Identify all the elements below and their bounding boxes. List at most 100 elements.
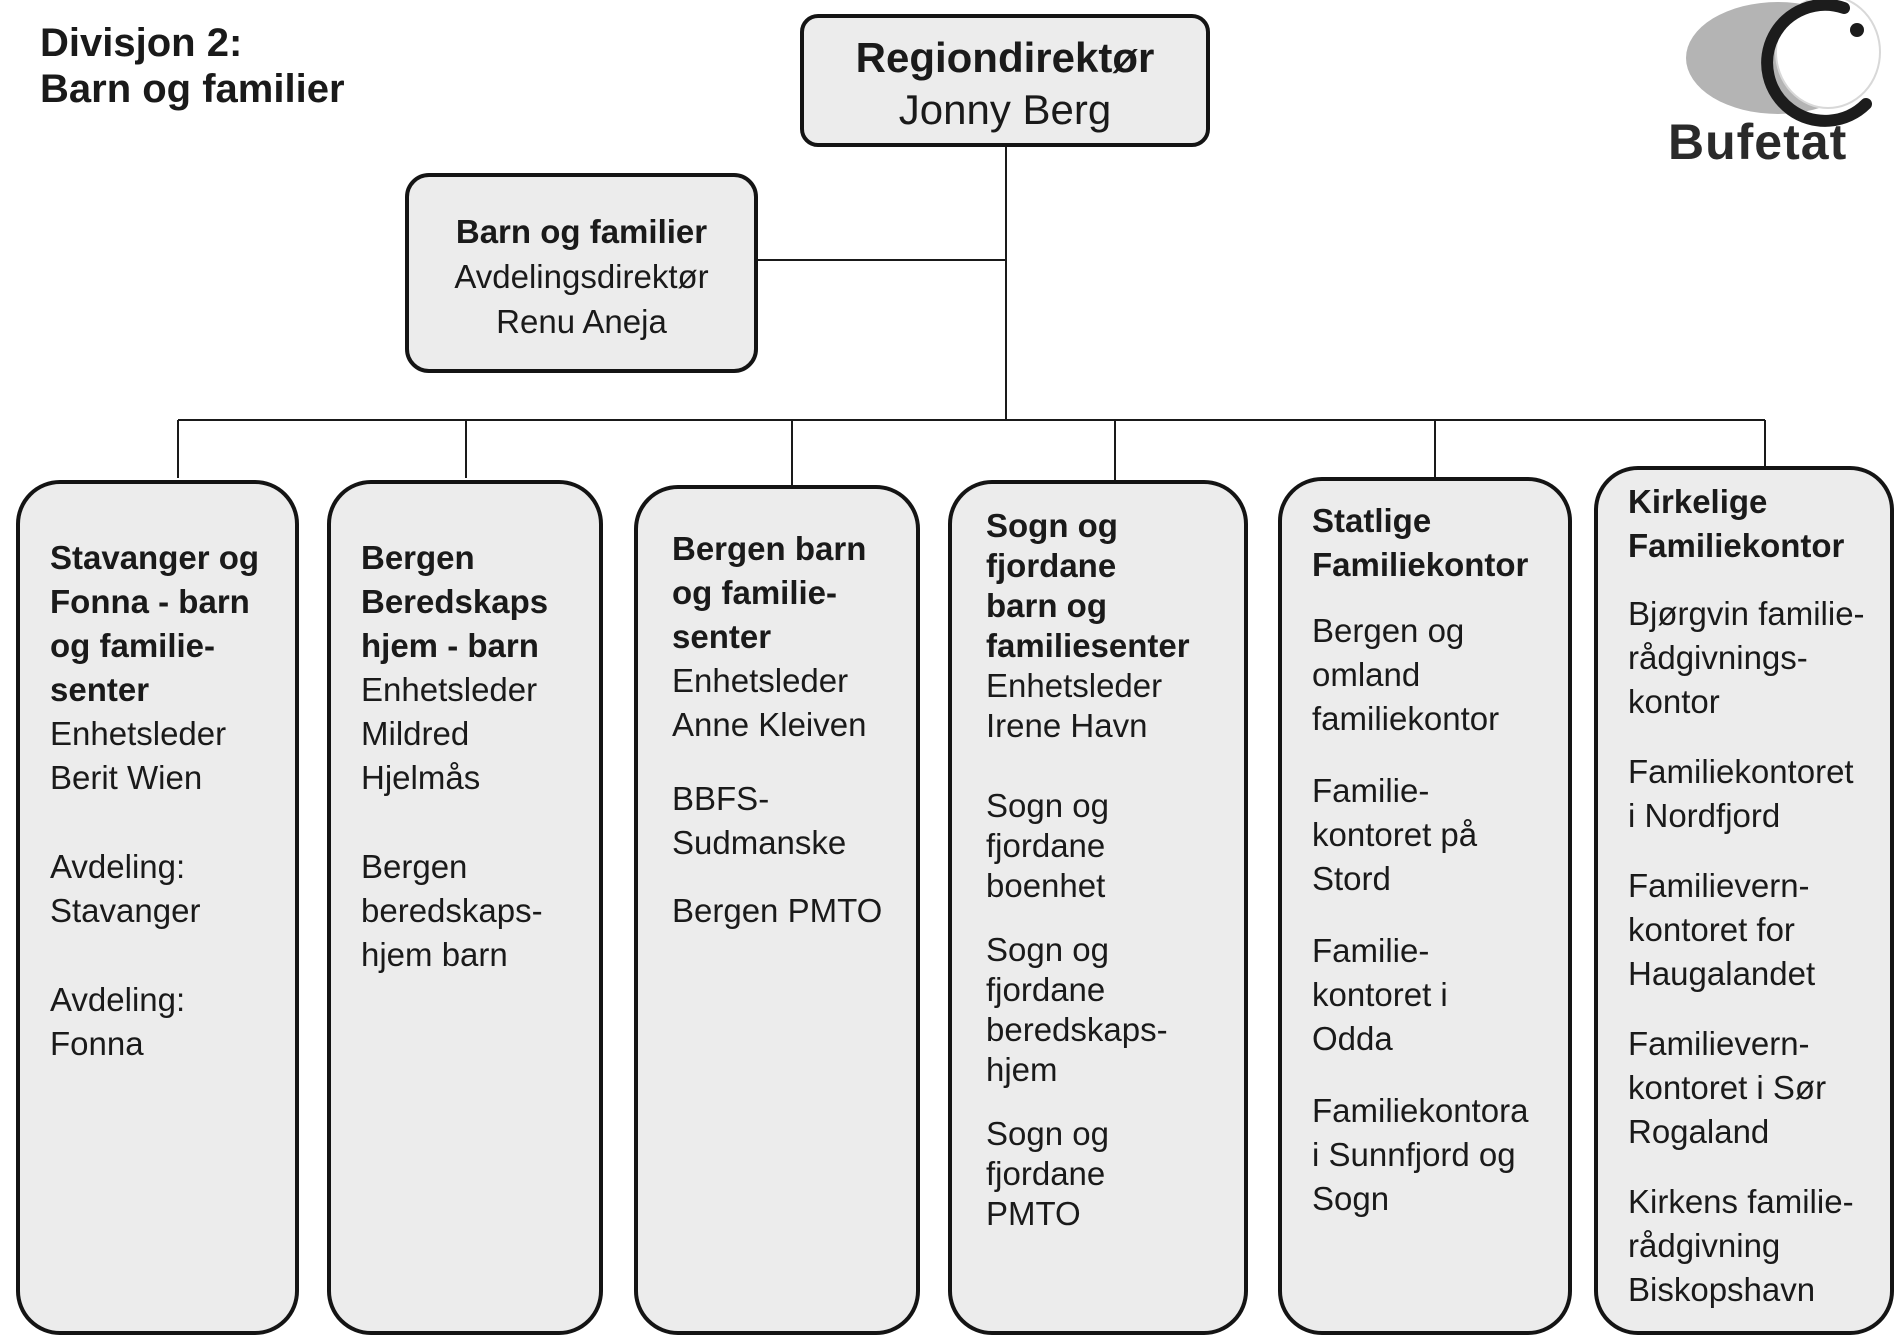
unit-entry-line: rådgivning (1628, 1227, 1781, 1264)
unit-title: Bergen Beredskaps hjem - barn (361, 536, 581, 668)
unit-entry-line: hjem barn (361, 936, 508, 973)
unit-title-line: fjordane (986, 547, 1117, 584)
unit-leader-line: Hjelmås (361, 759, 481, 796)
unit-entry: Sogn og fjordane PMTO (986, 1114, 1226, 1234)
region-director-name: Jonny Berg (898, 86, 1112, 133)
unit-entry-line: Bergen PMTO (672, 892, 883, 929)
page-title-line-1: Divisjon 2: (40, 21, 243, 65)
unit-leader-line: Irene Havn (986, 707, 1148, 744)
unit-title-line: Bergen barn (672, 530, 867, 567)
region-director-box: Regiondirektør Jonny Berg (800, 14, 1210, 147)
unit-entry: Avdeling: Fonna (50, 978, 277, 1066)
unit-entry-line: Avdeling: (50, 981, 186, 1018)
unit-leader: Enhetsleder Irene Havn (986, 666, 1226, 746)
bufetat-logo-icon (1686, 0, 1881, 127)
unit-entry: Familie- kontoret på Stord (1312, 769, 1550, 901)
unit-entry-line: kontoret i Sør (1628, 1069, 1827, 1106)
unit-entry: Familievern- kontoret i Sør Rogaland (1628, 1022, 1890, 1154)
unit-title-line: barn og (986, 587, 1107, 624)
unit-box-bergen-barn-familiesenter: Bergen barn og familie- senter Enhetsled… (634, 485, 920, 1335)
unit-entry-line: Familievern- (1628, 867, 1810, 904)
unit-entry-line: Familie- (1312, 772, 1430, 809)
unit-entry-line: beredskaps- (986, 1011, 1168, 1048)
unit-leader-line: Berit Wien (50, 759, 203, 796)
unit-entry-line: Stord (1312, 860, 1391, 897)
unit-entry: Kirkens familie- rådgivning Biskopshavn (1628, 1180, 1890, 1312)
unit-entry-line: kontoret på (1312, 816, 1478, 853)
unit-entry-line: hjem (986, 1051, 1058, 1088)
unit-entry-line: BBFS- (672, 780, 770, 817)
unit-entry: Bergen beredskaps- hjem barn (361, 845, 581, 977)
unit-title-line: Statlige (1312, 502, 1432, 539)
unit-title-line: Stavanger og (50, 539, 260, 576)
unit-entry-line: Bergen og (1312, 612, 1465, 649)
unit-entry: Familievern- kontoret for Haugalandet (1628, 864, 1890, 996)
unit-title: Bergen barn og familie- senter (672, 527, 898, 659)
unit-title-line: senter (50, 671, 150, 708)
unit-leader-line: Enhetsleder (986, 667, 1163, 704)
department-role: Avdelingsdirektør (454, 258, 709, 295)
unit-entry-line: i Sunnfjord og (1312, 1136, 1516, 1173)
unit-entry: Sogn og fjordane beredskaps- hjem (986, 930, 1226, 1090)
unit-title: Kirkelige Familiekontor (1628, 480, 1890, 568)
unit-entry: Avdeling: Stavanger (50, 845, 277, 933)
unit-entry-line: kontoret i (1312, 976, 1448, 1013)
unit-entry-line: Familie- (1312, 932, 1430, 969)
unit-title-line: Kirkelige (1628, 483, 1768, 520)
unit-entry-line: Sogn og (986, 787, 1109, 824)
unit-entry-line: Bergen (361, 848, 468, 885)
unit-entry-line: boenhet (986, 867, 1106, 904)
unit-entry-line: Sogn (1312, 1180, 1390, 1217)
unit-title-line: familiesenter (986, 627, 1190, 664)
logo-text: Bufetat (1668, 114, 1848, 170)
unit-entry: Sogn og fjordane boenhet (986, 786, 1226, 906)
unit-box-bergen-beredskapshjem: Bergen Beredskaps hjem - barn Enhetslede… (327, 480, 603, 1335)
unit-entry-line: Fonna (50, 1025, 144, 1062)
unit-leader: Enhetsleder Berit Wien (50, 712, 277, 800)
unit-entry: Familiekontora i Sunnfjord og Sogn (1312, 1089, 1550, 1221)
unit-entry: Bjørgvin familie- rådgivnings- kontor (1628, 592, 1890, 724)
unit-entry: Bergen PMTO (672, 889, 898, 933)
unit-entry-line: Avdeling: (50, 848, 186, 885)
unit-box-stavanger-fonna: Stavanger og Fonna - barn og familie- se… (16, 480, 299, 1335)
unit-entry-line: Biskopshavn (1628, 1271, 1816, 1308)
unit-entry-line: Rogaland (1628, 1113, 1770, 1150)
department-box: Barn og familier Avdelingsdirektør Renu … (405, 173, 758, 373)
unit-entry-line: Sogn og (986, 1115, 1109, 1152)
unit-entry-line: PMTO (986, 1195, 1081, 1232)
unit-entry-line: rådgivnings- (1628, 639, 1808, 676)
unit-entry-line: Odda (1312, 1020, 1393, 1057)
unit-entry-line: i Nordfjord (1628, 797, 1781, 834)
unit-entry-line: Sudmanske (672, 824, 847, 861)
unit-title: Sogn og fjordane barn og familiesenter (986, 506, 1226, 666)
unit-leader: Enhetsleder Mildred Hjelmås (361, 668, 581, 800)
unit-title-line: senter (672, 618, 772, 655)
unit-title-line: Familiekontor (1628, 527, 1845, 564)
unit-entry-line: fjordane (986, 971, 1106, 1008)
page-title: Divisjon 2: Barn og familier (40, 20, 345, 112)
region-director-role: Regiondirektør (855, 34, 1155, 81)
department-title: Barn og familier (455, 213, 708, 250)
unit-entry-line: Familiekontora (1312, 1092, 1529, 1129)
unit-title: Stavanger og Fonna - barn og familie- se… (50, 536, 277, 712)
unit-leader-line: Mildred (361, 715, 470, 752)
unit-entry-line: fjordane (986, 827, 1106, 864)
unit-box-kirkelige-familiekontor: Kirkelige Familiekontor Bjørgvin familie… (1594, 466, 1894, 1335)
unit-entry-line: omland (1312, 656, 1421, 693)
unit-entry: Bergen og omland familiekontor (1312, 609, 1550, 741)
unit-leader-line: Enhetsleder (361, 671, 538, 708)
unit-entry-line: kontor (1628, 683, 1720, 720)
unit-entry: BBFS- Sudmanske (672, 777, 898, 865)
unit-title-line: og familie- (50, 627, 216, 664)
unit-entry-line: Kirkens familie- (1628, 1183, 1854, 1220)
unit-leader-line: Enhetsleder (672, 662, 849, 699)
unit-entry-line: Haugalandet (1628, 955, 1816, 992)
unit-leader-line: Anne Kleiven (672, 706, 867, 743)
department-director-name: Renu Aneja (496, 303, 667, 340)
unit-entry-line: fjordane (986, 1155, 1106, 1192)
unit-entry-line: beredskaps- (361, 892, 543, 929)
unit-title-line: Beredskaps (361, 583, 549, 620)
unit-title-line: Familiekontor (1312, 546, 1529, 583)
unit-entry-line: Sogn og (986, 931, 1109, 968)
